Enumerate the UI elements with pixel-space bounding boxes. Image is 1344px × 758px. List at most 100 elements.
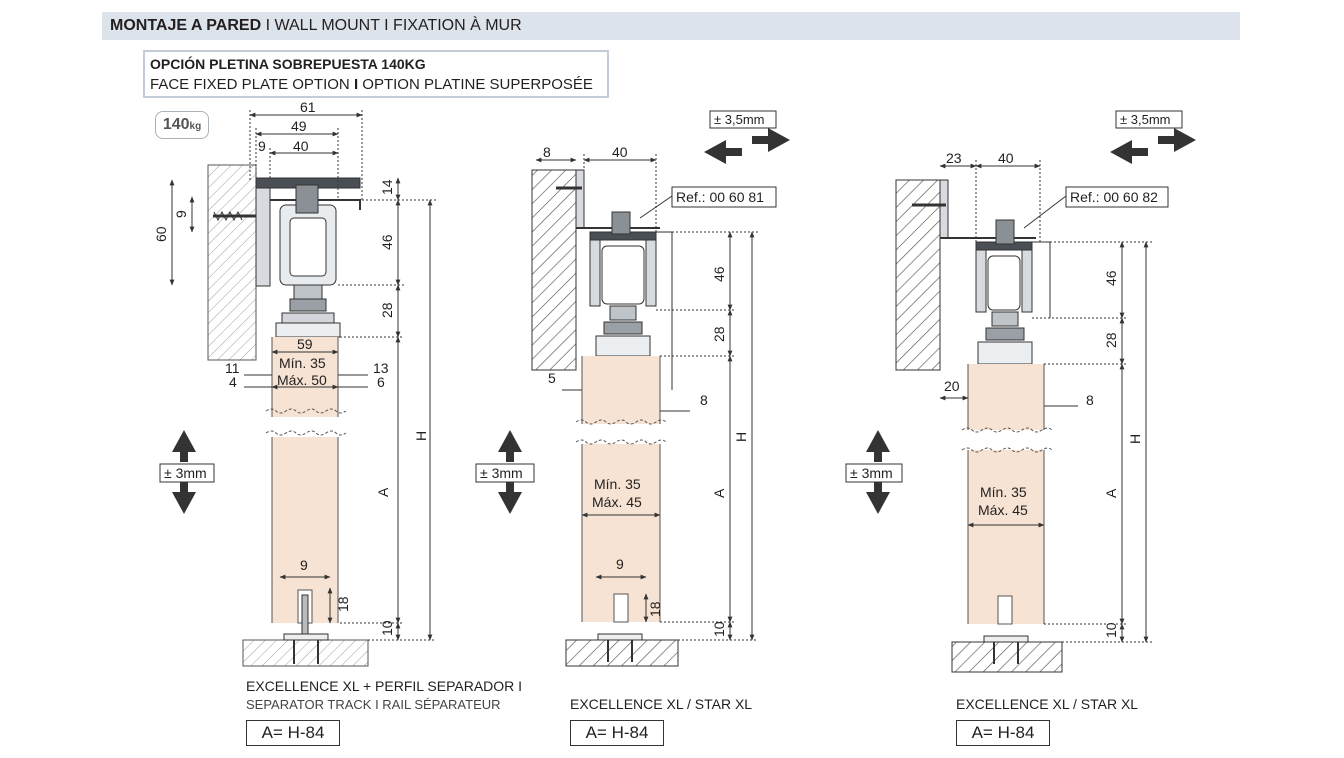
dim-59: 59	[297, 336, 313, 352]
horizontal-tolerance-2: ± 3,5mm	[704, 110, 790, 164]
option-subtitle-fr: OPTION PLATINE SUPERPOSÉE	[362, 76, 593, 93]
vertical-tolerance-2: ± 3mm	[475, 430, 535, 514]
dim-10: 10	[1103, 622, 1119, 638]
dimension-lines-3	[939, 160, 1152, 643]
option-title: OPCIÓN PLETINA SOBREPUESTA 140KG	[150, 56, 426, 72]
caption-1-line-1: EXCELLENCE XL + PERFIL SEPARADOR I	[246, 678, 523, 694]
dim-28: 28	[711, 326, 727, 342]
dim-9-side: 9	[173, 210, 189, 218]
dimension-lines-1	[169, 110, 436, 641]
dim-61: 61	[300, 99, 316, 115]
dim-A: A	[375, 487, 391, 497]
vertical-tolerance-1: ± 3mm	[159, 430, 215, 514]
hanger-1	[275, 284, 341, 338]
min-2: Mín. 35	[594, 476, 641, 492]
vertical-tolerance-label-2: ± 3mm	[480, 465, 523, 481]
min-3: Mín. 35	[980, 484, 1027, 500]
ref-3-label: Ref.: 00 60 82	[1070, 189, 1158, 205]
dim-40: 40	[293, 138, 309, 154]
weight-unit: kg	[189, 121, 202, 132]
section-title: MONTAJE A PARED I WALL MOUNT I FIXATION …	[110, 17, 522, 35]
h-tolerance-label-3: ± 3,5mm	[1120, 112, 1170, 127]
dim-40: 40	[612, 144, 628, 160]
weight-value: 140	[162, 116, 190, 133]
caption-3: EXCELLENCE XL / STAR XL	[956, 696, 1139, 712]
wall-3	[895, 179, 941, 371]
dim-11: 11	[225, 360, 240, 376]
caption-1-line-2: SEPARATOR TRACK I RAIL SÉPARATEUR	[246, 697, 501, 712]
door-3	[961, 364, 1053, 625]
floor-3	[951, 641, 1063, 673]
dim-10: 10	[711, 621, 727, 637]
formula-3: A= H-84	[956, 720, 1050, 746]
weight-badge: 140kg	[155, 111, 209, 139]
bracket-3	[912, 179, 1036, 239]
dim-23: 23	[946, 150, 962, 166]
floor-guide-1	[283, 633, 329, 664]
diagram-1: 61 49 9 40 14 60 9 46 28 59 Mín. 35 Máx.…	[153, 99, 436, 667]
floor-guide-2	[597, 633, 643, 662]
dim-9-bottom: 9	[616, 556, 624, 572]
diagram-3: 23 40 46 28 H A 20 8 Mín. 35 Máx. 45 10 …	[845, 110, 1196, 673]
rail-2	[589, 211, 673, 390]
dim-8: 8	[543, 144, 551, 160]
vertical-tolerance-3: ± 3mm	[845, 430, 903, 514]
dim-H: H	[413, 431, 429, 441]
floor-2	[565, 639, 679, 667]
dim-H: H	[1127, 434, 1143, 444]
screw-1	[213, 210, 258, 222]
title-sep-2: I	[384, 17, 389, 34]
dim-10: 10	[379, 620, 395, 636]
dim-A: A	[1103, 488, 1119, 498]
dim-8-side: 8	[1086, 392, 1094, 408]
reference-2: Ref.: 00 60 81	[671, 186, 777, 208]
hanger-3	[977, 311, 1033, 365]
floor-1	[242, 639, 369, 667]
hanger-2	[595, 305, 651, 357]
horizontal-tolerance-3: ± 3,5mm	[1110, 110, 1196, 164]
dim-28: 28	[379, 302, 395, 318]
dim-46: 46	[711, 266, 727, 282]
dim-46: 46	[1103, 270, 1119, 286]
vertical-tolerance-label-1: ± 3mm	[164, 465, 207, 481]
section-header: MONTAJE A PARED I WALL MOUNT I FIXATION …	[102, 12, 1240, 40]
dim-9: 9	[258, 138, 266, 154]
wall-2	[531, 169, 577, 371]
dimension-labels-2: 8 40 46 28 H A 5 8 Mín. 35 Máx. 45 9 18 …	[543, 144, 749, 637]
vertical-tolerance-label-3: ± 3mm	[850, 465, 893, 481]
dim-18: 18	[647, 601, 663, 617]
option-box: OPCIÓN PLETINA SOBREPUESTA 140KG FACE FI…	[143, 50, 609, 98]
min-1: Mín. 35	[279, 355, 326, 371]
dim-14: 14	[379, 179, 395, 195]
dim-46: 46	[379, 234, 395, 250]
max-3: Máx. 45	[978, 502, 1028, 518]
dim-9-bottom: 9	[300, 557, 308, 573]
option-subtitle: FACE FIXED PLATE OPTION I OPTION PLATINE…	[150, 76, 593, 93]
formula-2: A= H-84	[570, 720, 664, 746]
dim-6: 6	[377, 374, 385, 390]
dim-A: A	[711, 488, 727, 498]
dim-28: 28	[1103, 332, 1119, 348]
dim-H: H	[733, 432, 749, 442]
title-fr: FIXATION À MUR	[393, 17, 522, 34]
dim-49: 49	[291, 118, 307, 134]
dim-60: 60	[153, 226, 169, 242]
ref-2-label: Ref.: 00 60 81	[676, 189, 764, 205]
dimension-lines-2	[535, 154, 758, 641]
option-subtitle-sep: I	[353, 76, 359, 93]
title-es: MONTAJE A PARED	[110, 17, 262, 34]
dimension-labels-1: 61 49 9 40 14 60 9 46 28 59 Mín. 35 Máx.…	[153, 99, 429, 636]
max-2: Máx. 45	[592, 494, 642, 510]
h-tolerance-label-2: ± 3,5mm	[714, 112, 764, 127]
caption-2: EXCELLENCE XL / STAR XL	[570, 696, 753, 712]
diagram-2: 8 40 46 28 H A 5 8 Mín. 35 Máx. 45 9 18 …	[475, 110, 790, 667]
title-en: WALL MOUNT	[274, 17, 380, 34]
title-sep-1: I	[265, 17, 271, 34]
dim-8-side: 8	[700, 392, 708, 408]
wall-1	[207, 164, 257, 361]
dim-13: 13	[373, 360, 389, 376]
rail-1	[255, 177, 361, 287]
floor-guide-3	[983, 635, 1029, 664]
dim-18: 18	[335, 596, 351, 612]
